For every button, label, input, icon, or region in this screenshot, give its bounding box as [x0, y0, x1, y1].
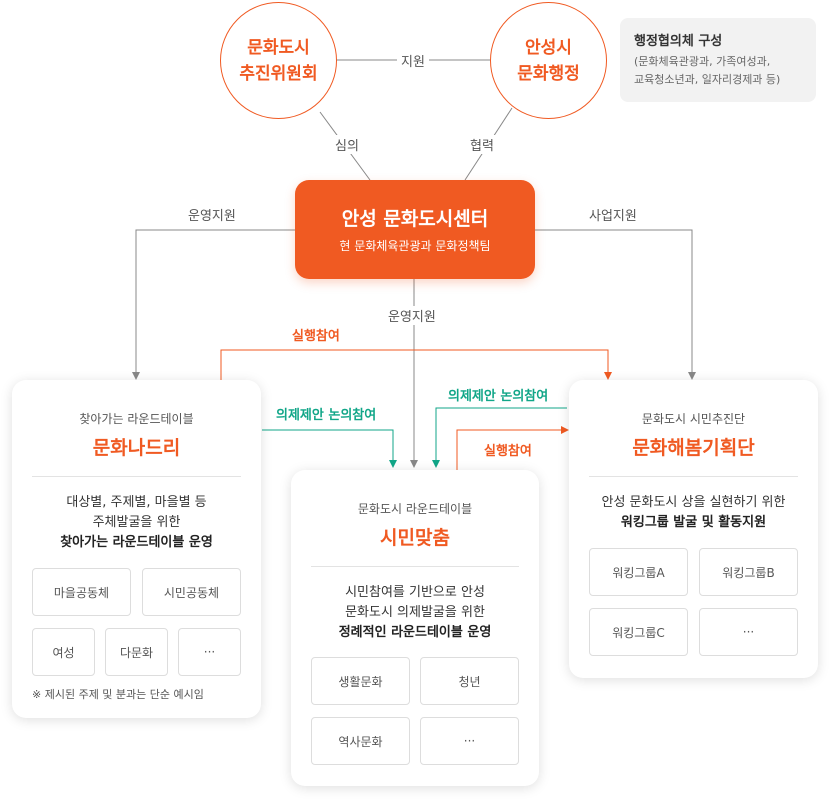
right-card-desc2: 워킹그룹 발굴 및 활동지원 [620, 515, 767, 530]
ops-support-center-label: 운영지원 [384, 306, 440, 325]
center-subtitle: 현 문화체육관광과 문화정책팀 [339, 239, 491, 253]
middle-card-title: 시민맞춤 [380, 527, 450, 549]
cooperation-label: 협력 [466, 135, 498, 154]
info-line1: (문화체육관광과, 가족여성과, [634, 55, 771, 68]
agenda-right-line [432, 407, 567, 468]
right-card-divider [589, 476, 798, 477]
middle-card: 문화도시 라운드테이블 시민맞춤 시민참여를 기반으로 안성 문화도시 의제발굴… [291, 470, 539, 786]
chip-more-right: ··· [699, 608, 798, 656]
agenda-right-label: 의제제안 논의참여 [444, 385, 553, 404]
committee-line1: 문화도시 [247, 37, 310, 58]
middle-card-desc1: 시민참여를 기반으로 안성 [345, 585, 485, 600]
right-card-desc1: 안성 문화도시 상을 실현하기 위한 [601, 495, 786, 510]
chip-working-group-b: 워킹그룹B [699, 548, 798, 596]
left-card-desc2: 주체발굴을 위한 [92, 515, 181, 530]
business-support-line [535, 229, 696, 380]
chip-multicultural: 다문화 [105, 628, 168, 676]
left-card: 찾아가는 라운드테이블 문화나드리 대상별, 주제별, 마을별 등 주체발굴을 … [12, 380, 261, 718]
chip-more-left: ··· [178, 628, 241, 676]
exec-participation-right-line [456, 426, 569, 470]
exec-participation-top-label: 실행참여 [288, 325, 344, 344]
admin-line1: 안성시 [525, 37, 572, 58]
info-line2: 교육청소년과, 일자리경제과 등) [634, 73, 781, 86]
right-card-title: 문화해봄기획단 [632, 437, 755, 459]
deliberation-label: 심의 [331, 135, 363, 154]
support-label: 지원 [397, 51, 429, 70]
ops-support-left-line [132, 229, 295, 380]
admin-line2: 문화행정 [517, 63, 580, 84]
ops-support-left-label: 운영지원 [184, 205, 240, 224]
admin-council-info-box: 행정협의체 구성 (문화체육관광과, 가족여성과, 교육청소년과, 일자리경제과… [620, 18, 816, 102]
right-card: 문화도시 시민추진단 문화해봄기획단 안성 문화도시 상을 실현하기 위한 워킹… [569, 380, 818, 678]
middle-card-subtitle: 문화도시 라운드테이블 [357, 502, 473, 516]
culture-city-center-box: 안성 문화도시센터 현 문화체육관광과 문화정책팀 [295, 180, 535, 279]
exec-participation-top-line [220, 349, 612, 380]
chip-village-community: 마을공동체 [32, 568, 131, 616]
admin-circle: 안성시 문화행정 [490, 2, 607, 119]
agenda-left-line [262, 429, 397, 468]
info-title: 행정협의체 구성 [634, 34, 723, 49]
left-card-divider [32, 476, 241, 477]
chip-daily-culture: 생활문화 [311, 657, 410, 705]
chip-more-middle: ··· [420, 717, 519, 765]
chip-women: 여성 [32, 628, 95, 676]
business-support-label: 사업지원 [585, 205, 641, 224]
exec-participation-right-label: 실행참여 [480, 440, 536, 459]
committee-circle: 문화도시 추진위원회 [220, 2, 337, 119]
left-card-note: ※ 제시된 주제 및 분과는 단순 예시임 [32, 688, 204, 701]
committee-line2: 추진위원회 [239, 63, 318, 84]
middle-card-desc2: 문화도시 의제발굴을 위한 [345, 605, 485, 620]
chip-youth: 청년 [420, 657, 519, 705]
agenda-left-label: 의제제안 논의참여 [272, 404, 381, 423]
chip-working-group-c: 워킹그룹C [589, 608, 688, 656]
left-card-desc1: 대상별, 주제별, 마을별 등 [66, 495, 207, 510]
right-card-subtitle: 문화도시 시민추진단 [641, 412, 746, 426]
middle-card-desc3: 정례적인 라운드테이블 운영 [338, 625, 492, 640]
chip-citizen-community: 시민공동체 [142, 568, 241, 616]
left-card-desc3: 찾아가는 라운드테이블 운영 [60, 535, 213, 550]
chip-working-group-a: 워킹그룹A [589, 548, 688, 596]
center-title: 안성 문화도시센터 [341, 208, 489, 230]
left-card-title: 문화나드리 [92, 437, 181, 459]
left-card-subtitle: 찾아가는 라운드테이블 [79, 412, 194, 426]
middle-card-divider [311, 566, 519, 567]
chip-historical-culture: 역사문화 [311, 717, 410, 765]
